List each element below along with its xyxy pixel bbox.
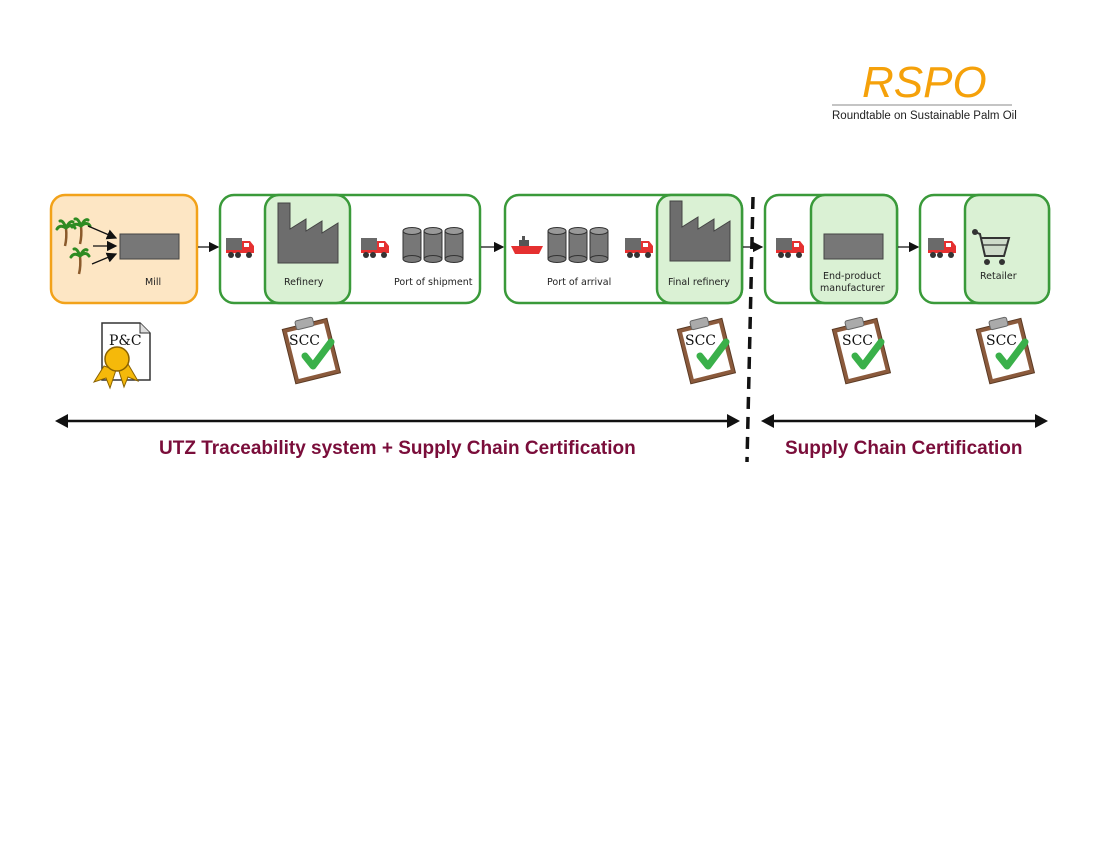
stage-port-arrival: Port of arrival — [547, 277, 611, 288]
shopping-cart-icon — [972, 229, 1011, 265]
tank-icon — [444, 227, 464, 263]
stage-mill: Mill — [145, 277, 161, 288]
stage-manufacturer-line2: manufacturer — [820, 283, 885, 294]
pc-certificate-label: P&C — [109, 333, 142, 349]
scc-label-manufacturer: SCC — [842, 333, 873, 349]
retailer-highlight — [963, 193, 1051, 305]
scope-divider — [745, 196, 755, 463]
truck-icon — [928, 238, 956, 258]
tank-icon — [589, 227, 609, 263]
mill-icon — [119, 233, 180, 260]
rspo-tagline: Roundtable on Sustainable Palm Oil — [832, 110, 1017, 122]
stage-manufacturer-line1: End-product — [823, 271, 881, 282]
tank-icon — [547, 227, 567, 263]
stage-port-shipment: Port of shipment — [394, 277, 473, 288]
ship-icon — [511, 236, 543, 254]
stage-refinery: Refinery — [284, 277, 324, 288]
truck-icon — [226, 238, 254, 258]
scc-label-retailer: SCC — [986, 333, 1017, 349]
tank-icon — [402, 227, 422, 263]
pc-certificate-icon — [92, 322, 151, 390]
truck-icon — [361, 238, 389, 258]
scc-label-final-refinery: SCC — [685, 333, 716, 349]
tank-icon — [423, 227, 443, 263]
stage-retailer: Retailer — [980, 271, 1017, 282]
span-label-left: UTZ Traceability system + Supply Chain C… — [159, 438, 636, 459]
truck-icon — [776, 238, 804, 258]
scc-label-refinery: SCC — [289, 333, 320, 349]
tank-icon — [568, 227, 588, 263]
stage-final-refinery: Final refinery — [668, 277, 730, 288]
manufacturer-icon — [823, 233, 884, 260]
span-label-right: Supply Chain Certification — [785, 438, 1023, 459]
rspo-logo: RSPO — [862, 58, 987, 107]
truck-icon — [625, 238, 653, 258]
